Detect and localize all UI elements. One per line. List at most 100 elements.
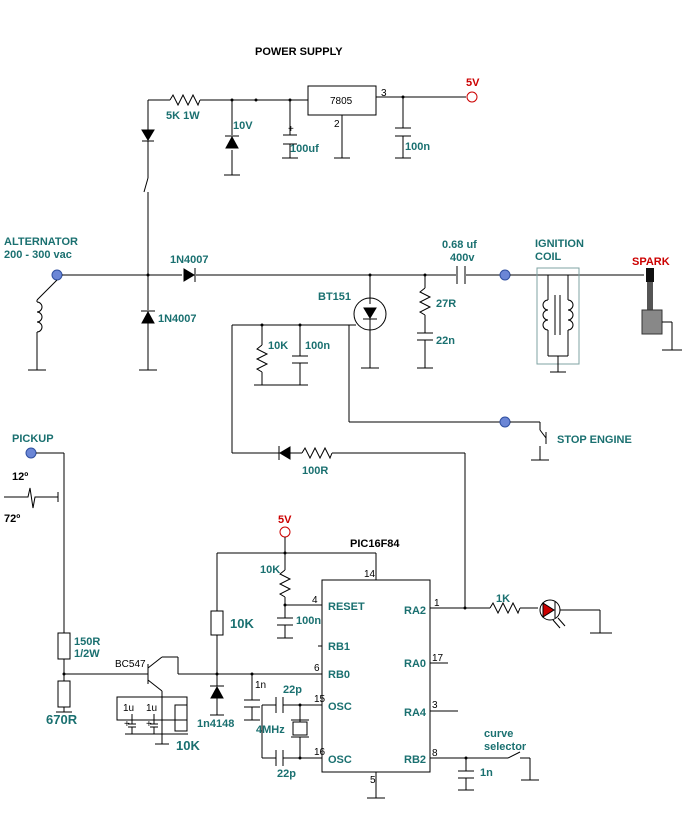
label-22p-b: 22p [277,768,296,780]
reg-pin3: 3 [381,88,387,99]
pin-6: 6 [314,663,320,674]
label-7805: 7805 [330,96,353,107]
diode-trigger [279,446,291,460]
label-5v-top: 5V [466,77,480,89]
svg-text:+: + [146,719,152,730]
terminal-pickup [25,447,37,459]
resistor-10k-emitter [174,704,188,732]
pin-ra2: RA2 [404,605,426,617]
crystal-4mhz [292,721,308,736]
label-1n4148: 1n4148 [197,718,234,730]
terminal-alternator [51,269,63,281]
spark-plug [641,268,682,351]
pin-16: 16 [314,747,326,758]
label-150r-w: 1/2W [74,648,100,660]
label-400v: 400v [450,252,475,264]
pin-rb2: RB2 [404,754,426,766]
pin-osc2: OSC [328,754,352,766]
label-100n-gate: 100n [305,340,330,352]
label-1u-a: 1u [123,703,134,714]
label-27r: 27R [436,298,456,310]
label-100r: 100R [302,465,328,477]
pin-1: 1 [434,598,440,609]
pin-rb1: RB1 [328,641,350,653]
label-100n-reset: 100n [296,615,321,627]
terminal-stop [499,416,511,428]
pin-rb0: RB0 [328,669,350,681]
resistor-10k-rb0 [210,610,224,636]
label-1k: 1K [496,593,510,605]
label-10k-reset: 10K [260,564,280,576]
terminal-5v-top [466,91,478,103]
reg-pin2: 2 [334,119,340,130]
label-10k-emitter: 10K [176,738,200,753]
label-10k-gate: 10K [268,340,288,352]
coil-primary [542,299,549,331]
label-12deg: 12º [12,471,28,483]
diode-1n4007-shunt [141,310,155,324]
pin-17: 17 [432,653,444,664]
svg-text:+: + [124,719,130,730]
label-1n4007-b: 1N4007 [158,313,197,325]
pin-5: 5 [370,775,376,786]
label-5k: 5K 1W [166,110,200,122]
label-pickup: PICKUP [12,433,54,445]
pin-3: 3 [432,700,438,711]
alternator-coil [36,301,43,333]
label-curve: curve [484,728,513,740]
pin-15: 15 [314,694,326,705]
resistor-150r [57,632,71,660]
label-4mhz: 4MHz [256,724,285,736]
label-1n4007-a: 1N4007 [170,254,209,266]
resistor-5k [169,93,201,107]
diode-1n4007-series [183,268,195,282]
label-068uf: 0.68 uf [442,239,477,251]
label-stop-engine: STOP ENGINE [557,434,632,446]
regulator-7805 [307,85,377,116]
label-10v: 10V [233,120,253,132]
diode-switch [141,129,155,141]
resistor-1k [489,601,521,615]
pin-ra0: RA0 [404,658,426,670]
label-100uf: 100uf [290,143,319,155]
label-alternator-v: 200 - 300 vac [4,249,72,261]
pin-osc1: OSC [328,701,352,713]
resistor-27r [418,287,432,316]
label-5v-pic: 5V [278,514,292,526]
wires-power-supply [147,96,466,275]
label-coil: COIL [535,251,562,263]
power-supply-title: POWER SUPPLY [255,46,343,58]
label-10k-rb0: 10K [230,616,254,631]
resistor-10k-reset [278,569,292,598]
label-670r: 670R [46,712,78,727]
label-150r: 150R [74,636,100,648]
pin-4: 4 [312,595,318,606]
label-pic: PIC16F84 [350,538,400,550]
label-22n: 22n [436,335,455,347]
zener-10v [225,135,239,149]
resistor-10k-gate [255,344,269,373]
label-100n-ps: 100n [405,141,430,153]
pin-reset: RESET [328,601,365,613]
label-alternator: ALTERNATOR [4,236,78,248]
label-72deg: 72º [4,513,20,525]
label-selector: selector [484,741,527,753]
pickup-waveform [4,487,58,509]
pin-8: 8 [432,748,438,759]
label-1n-rb2: 1n [480,767,493,779]
pin-14: 14 [364,569,376,580]
resistor-670r [57,680,71,708]
svg-text:+: + [288,124,294,135]
label-22p-a: 22p [283,684,302,696]
diode-1n4148 [210,685,224,699]
label-spark: SPARK [632,256,670,268]
label-ignition: IGNITION [535,238,584,250]
label-bc547: BC547 [115,659,146,670]
coil-secondary [567,299,574,331]
label-bt151: BT151 [318,291,351,303]
terminal-5v-pic [279,526,291,538]
pin-ra4: RA4 [404,707,427,719]
label-1u-b: 1u [146,703,157,714]
